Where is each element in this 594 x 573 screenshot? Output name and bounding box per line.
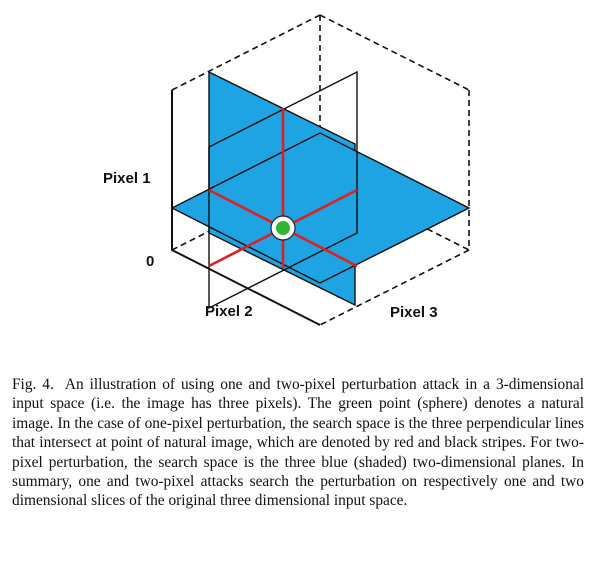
perturbation-space-diagram: Pixel 1 0 Pixel 2 Pixel 3 (103, 14, 471, 326)
label-origin: 0 (146, 253, 154, 270)
label-pixel2: Pixel 2 (205, 303, 253, 320)
natural-image-point (270, 215, 296, 241)
label-pixel3: Pixel 3 (390, 304, 438, 321)
figure-caption: Fig. 4. An illustration of using one and… (12, 376, 584, 510)
label-pixel1: Pixel 1 (103, 170, 151, 187)
cube-front-edges (171, 90, 321, 326)
plane-pixel1-pixel2 (208, 70, 358, 310)
